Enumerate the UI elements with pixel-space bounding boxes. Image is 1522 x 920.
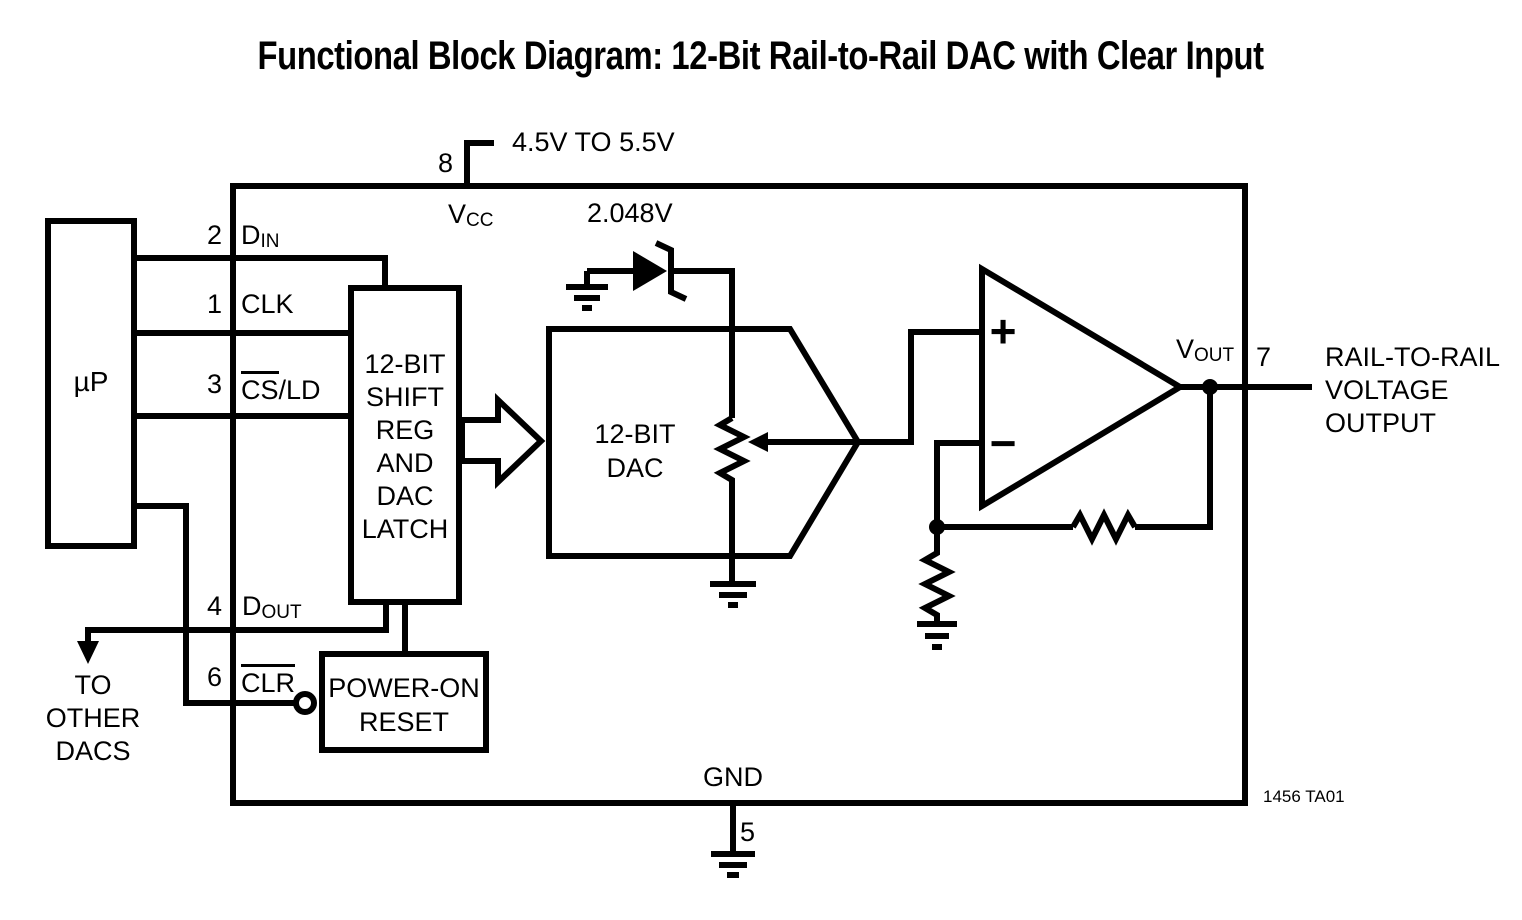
vcc-label: VCC [448, 199, 494, 231]
diagram-title: Functional Block Diagram: 12-Bit Rail-to… [0, 34, 1522, 79]
pin-label-clr: CLR [241, 664, 296, 697]
pin-number-gnd: 5 [740, 817, 756, 847]
wire-minus-input [934, 440, 982, 527]
supply-range-label: 4.5V TO 5.5V [512, 127, 675, 157]
opamp-minus-sign: − [989, 417, 1017, 469]
dac-block-label: 12-BIT DAC [594, 419, 676, 483]
dout-arrowhead [77, 641, 99, 664]
dac-gnd-bars [710, 581, 756, 608]
opamp-plus-sign: + [989, 305, 1017, 357]
vcc-pin-wire [464, 140, 494, 186]
wire-mp-to-clr [134, 503, 296, 706]
wire-din [134, 255, 388, 288]
pin-number-dout: 4 [206, 591, 222, 621]
pin-number-8: 8 [437, 148, 453, 178]
wire-dac-to-plus [858, 329, 982, 445]
pin-label-dout: DOUT [242, 591, 302, 623]
wire-zener-to-dac [671, 268, 735, 418]
ic-outline [230, 183, 1248, 806]
zener-gnd-bars [566, 284, 608, 311]
feedback-resistor [1070, 508, 1138, 546]
figure-id-label: 1456 TA01 [1263, 787, 1345, 806]
zener-anode-triangle [633, 251, 667, 291]
por-block-label: POWER-ON RESET [328, 673, 480, 737]
dac-resistor [713, 415, 751, 582]
output-description-label: RAIL-TO-RAIL VOLTAGE OUTPUT [1325, 342, 1501, 438]
reference-voltage-label: 2.048V [587, 198, 673, 228]
pin-number-clr: 6 [206, 662, 222, 692]
output-junction-dot [1202, 379, 1218, 395]
feedback-junction-dot [929, 519, 945, 535]
diagram-title-text: Functional Block Diagram: 12-Bit Rail-to… [257, 34, 1265, 78]
gnd-pin-bars [711, 851, 755, 878]
wire-dout [85, 602, 389, 642]
gain-gnd-bars [917, 621, 957, 650]
gnd-label: GND [703, 762, 763, 792]
pin-label-csld: CS/LD [241, 371, 321, 404]
pin-number-din: 2 [206, 220, 222, 250]
clr-inverter-bubble [293, 691, 317, 715]
mp-block-outline [45, 218, 137, 549]
pin-number-clk: 1 [206, 289, 222, 319]
shift-reg-block-label: 12-BIT SHIFT REG AND DAC LATCH [361, 349, 449, 544]
data-bus-arrow [459, 392, 546, 490]
opamp-triangle [979, 263, 1186, 512]
to-other-dacs-label: TO OTHER DACS [45, 670, 141, 766]
gain-resistor [918, 527, 956, 621]
mp-block-label: µP [73, 366, 109, 397]
pin-label-din: DIN [241, 220, 280, 252]
pin-label-clk: CLK [241, 289, 294, 319]
wire-feedback-right [1135, 387, 1213, 530]
pin-number-csld: 3 [206, 369, 222, 399]
pin-number-vout: 7 [1256, 342, 1272, 372]
dac-outline [546, 326, 862, 559]
wiper-arrowhead [748, 432, 768, 452]
vout-label: VOUT [1176, 334, 1235, 366]
